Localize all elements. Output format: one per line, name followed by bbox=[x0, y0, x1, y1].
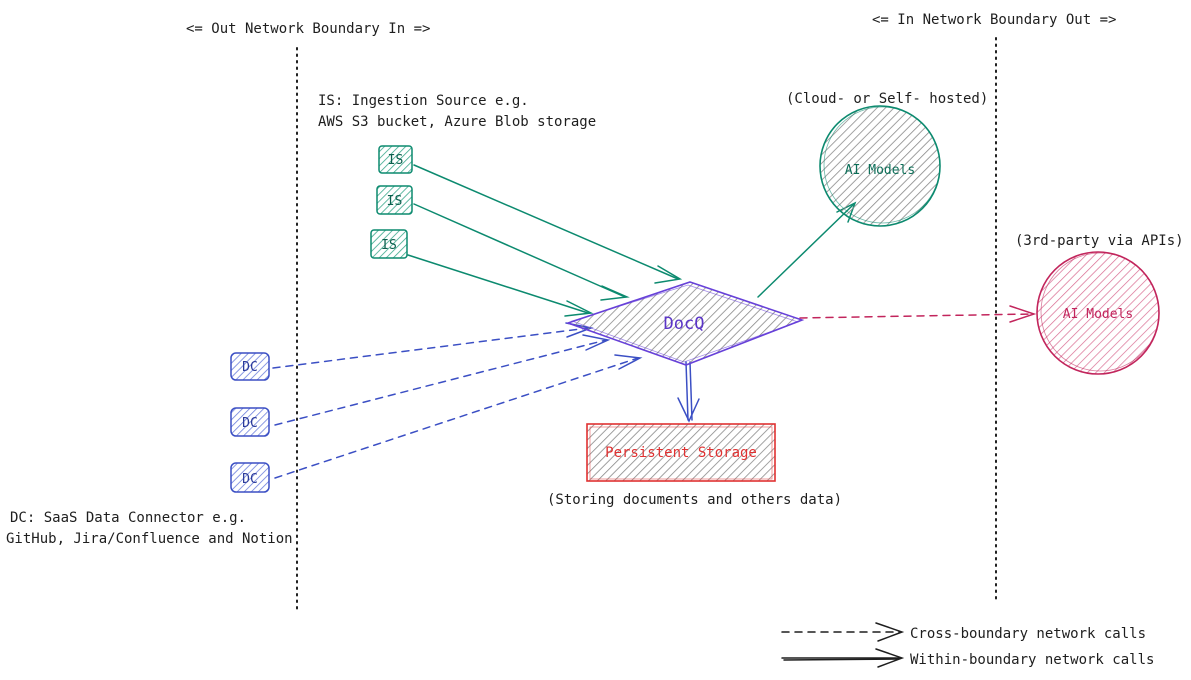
docq-to-storage-arrow bbox=[677, 361, 700, 423]
connector-description-line1: DC: SaaS Data Connector e.g. bbox=[10, 510, 246, 526]
legend-within-boundary-symbol bbox=[781, 648, 905, 668]
connector-node-label: DC bbox=[242, 472, 258, 487]
storage-label: Persistent Storage bbox=[605, 445, 757, 461]
ingestion-arrows bbox=[407, 164, 683, 317]
connector-description-line2: GitHub, Jira/Confluence and Notion bbox=[6, 531, 293, 547]
storage-node: Persistent Storage bbox=[586, 423, 776, 482]
docq-label: DocQ bbox=[664, 314, 705, 334]
legend-within-boundary-label: Within-boundary network calls bbox=[910, 652, 1154, 668]
ingestion-node-label: IS bbox=[387, 194, 403, 209]
legend-cross-boundary-label: Cross-boundary network calls bbox=[910, 626, 1146, 642]
self-hosted-caption: (Cloud- or Self- hosted) bbox=[786, 91, 988, 107]
ingestion-node-1: IS bbox=[378, 145, 413, 174]
docq-node: DocQ bbox=[565, 281, 805, 366]
self-hosted-ai-node: AI Models bbox=[819, 105, 941, 227]
ingestion-node-label: IS bbox=[381, 238, 397, 253]
arrow-dc1-to-docq bbox=[272, 327, 589, 369]
connector-node-1: DC bbox=[230, 352, 270, 381]
connector-node-label: DC bbox=[242, 360, 258, 375]
ingestion-node-label: IS bbox=[388, 153, 404, 168]
arrow-is3-to-docq bbox=[407, 254, 589, 314]
out-boundary-label: <= Out Network Boundary In => bbox=[186, 21, 430, 37]
arrow-dc2-to-docq bbox=[274, 339, 607, 426]
ingestion-description-line2: AWS S3 bucket, Azure Blob storage bbox=[318, 114, 596, 130]
ingestion-node-2: IS bbox=[376, 185, 413, 215]
in-boundary-label: <= In Network Boundary Out => bbox=[872, 12, 1116, 28]
ingestion-description-line1: IS: Ingestion Source e.g. bbox=[318, 93, 529, 109]
legend-cross-boundary-symbol bbox=[781, 622, 905, 642]
storage-caption: (Storing documents and others data) bbox=[547, 492, 842, 508]
ingestion-node-3: IS bbox=[370, 229, 408, 259]
docq-to-third-party-arrow bbox=[799, 305, 1037, 323]
self-hosted-ai-label: AI Models bbox=[845, 163, 915, 178]
arrow-is2-to-docq bbox=[413, 203, 626, 298]
arrow-is1-to-docq bbox=[413, 164, 679, 280]
third-party-ai-node: AI Models bbox=[1036, 251, 1160, 375]
arrow-dc3-to-docq bbox=[274, 357, 639, 479]
legend: Cross-boundary network calls Within-boun… bbox=[781, 622, 1154, 668]
connector-node-2: DC bbox=[230, 407, 270, 437]
connector-node-3: DC bbox=[230, 462, 270, 493]
third-party-ai-label: AI Models bbox=[1063, 307, 1133, 322]
connector-arrows bbox=[272, 322, 643, 479]
third-party-caption: (3rd-party via APIs) bbox=[1015, 233, 1184, 249]
docq-to-self-hosted-arrow bbox=[757, 201, 857, 298]
connector-node-label: DC bbox=[242, 416, 258, 431]
